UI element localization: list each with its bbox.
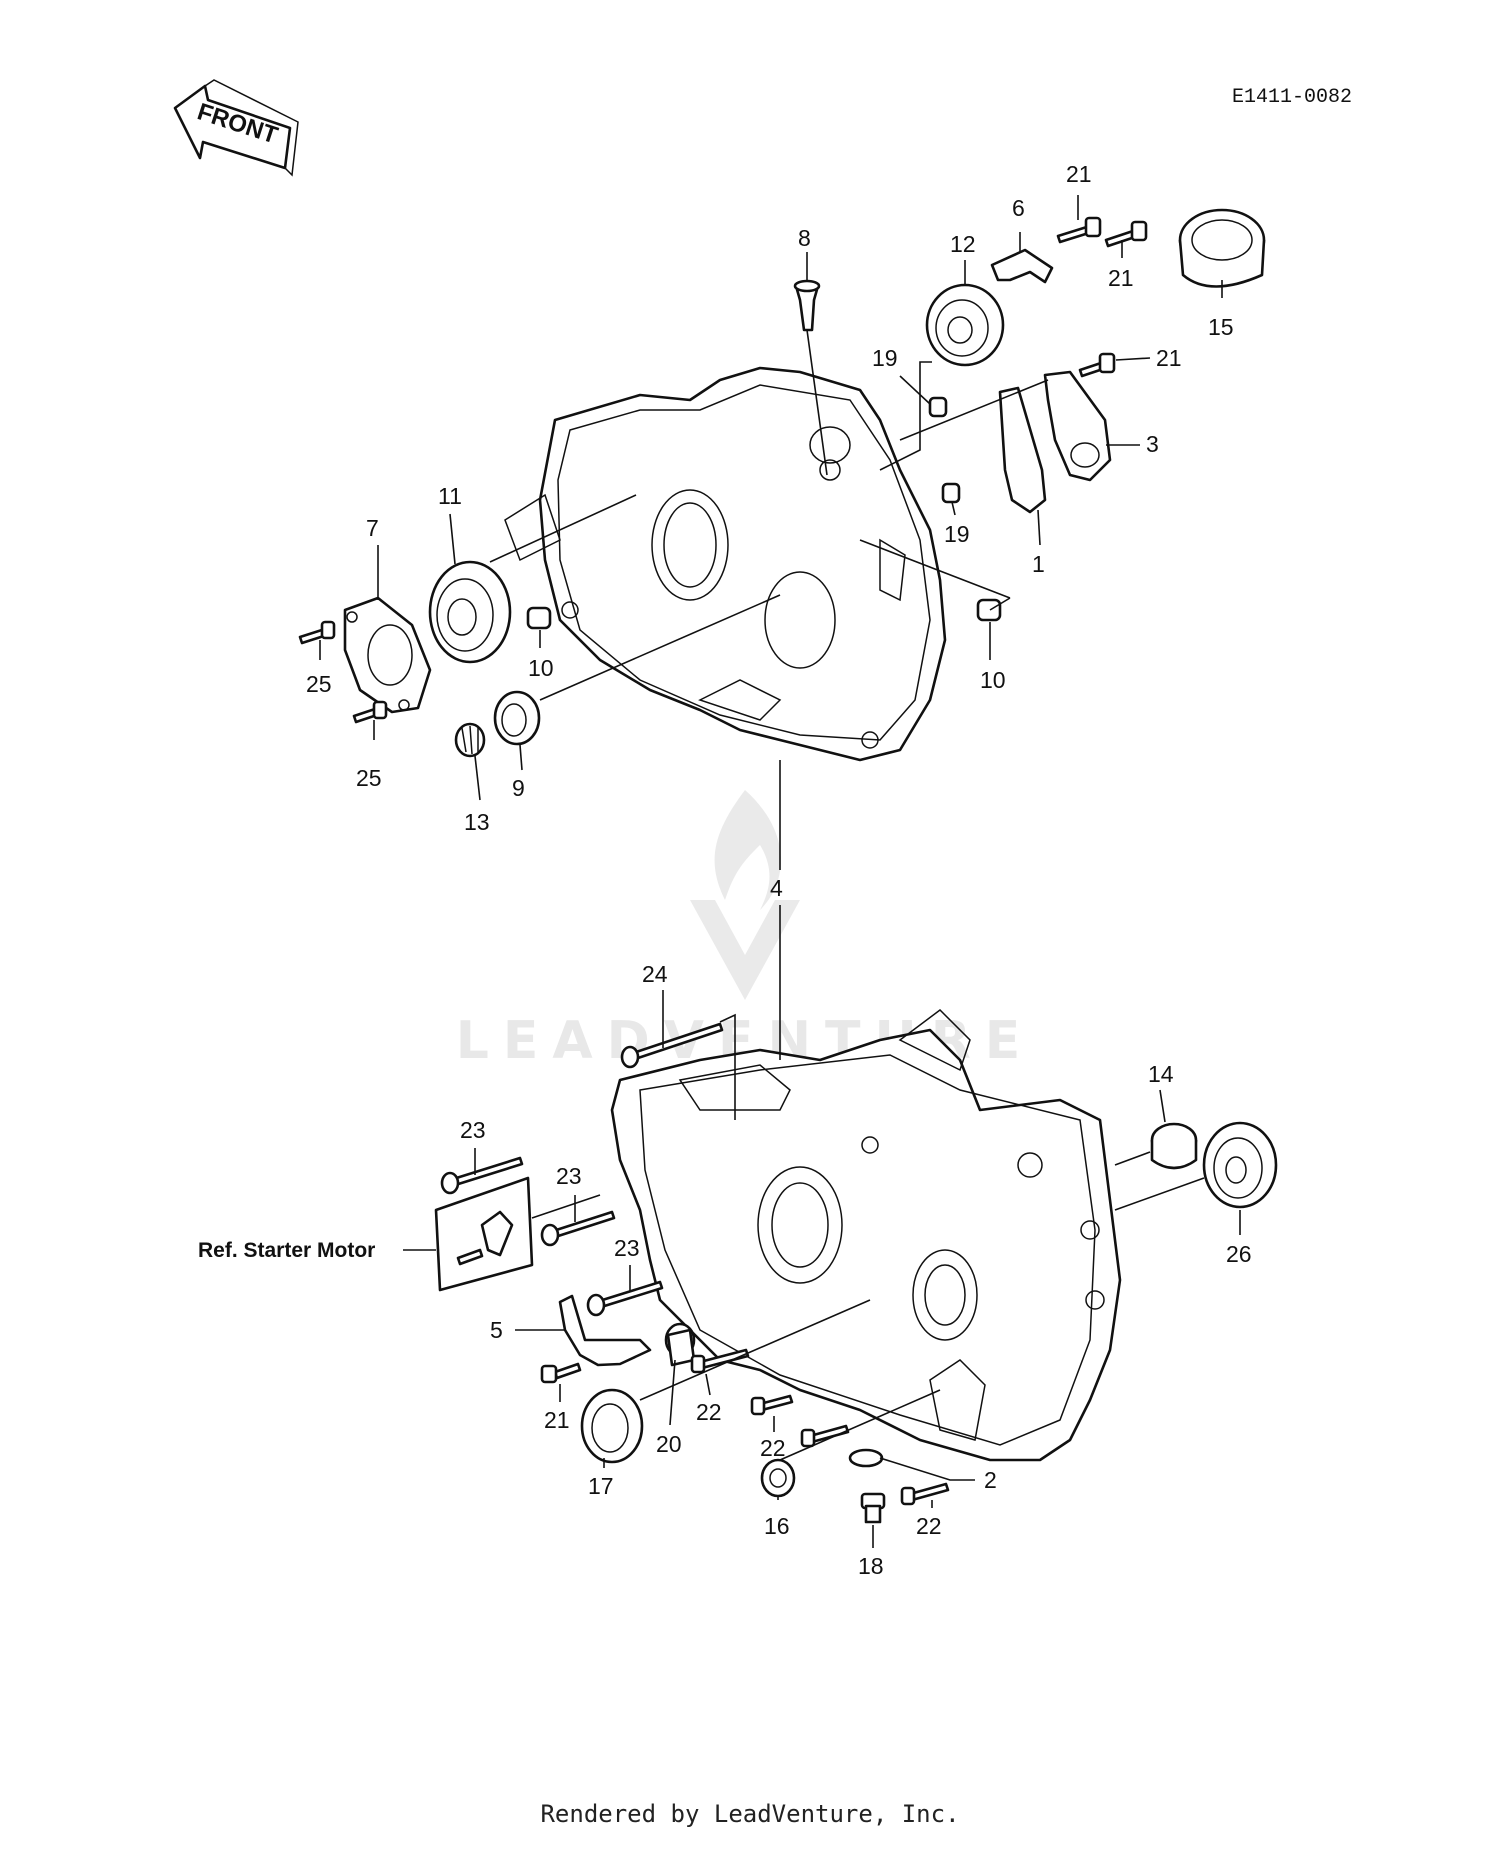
- callout-1: 1: [1032, 551, 1045, 577]
- front-arrow: FRONT: [173, 79, 299, 177]
- callout-9: 9: [512, 775, 525, 801]
- callout-21-d: 21: [544, 1407, 570, 1433]
- part-9: [493, 690, 541, 746]
- bolt-23-c: [586, 1280, 664, 1317]
- callout-18: 18: [858, 1553, 884, 1579]
- part-14: [1150, 1122, 1198, 1170]
- part-12: [925, 283, 1005, 367]
- bolt-23-a: [440, 1156, 524, 1195]
- bolt-21-b: [1104, 220, 1148, 248]
- callout-15: 15: [1208, 314, 1234, 340]
- callout-21-b: 21: [1108, 265, 1134, 291]
- callout-21-a: 21: [1066, 161, 1092, 187]
- callout-19-a: 19: [872, 345, 898, 371]
- callout-4: 4: [770, 875, 783, 901]
- bolt-22-b: [750, 1394, 794, 1416]
- callout-26: 26: [1226, 1241, 1252, 1267]
- part-7: [343, 596, 432, 714]
- upper-crankcase: [504, 366, 947, 762]
- part-11: [428, 560, 512, 664]
- callout-2: 2: [984, 1467, 997, 1493]
- starter-motor-ref-box: [434, 1176, 534, 1292]
- part-8: [793, 279, 821, 332]
- callout-16: 16: [764, 1513, 790, 1539]
- part-10-b: [976, 598, 1002, 622]
- callout-13: 13: [464, 809, 490, 835]
- callout-21-c: 21: [1156, 345, 1182, 371]
- callout-6: 6: [1012, 195, 1025, 221]
- callout-labels: 8 12 6 21 21 21 15 19 19 3 1 10 10 11 7 …: [198, 161, 1252, 1579]
- callout-23-a: 23: [460, 1117, 486, 1143]
- callout-14: 14: [1148, 1061, 1174, 1087]
- callout-22-b: 22: [760, 1435, 786, 1461]
- bolt-21-d: [540, 1362, 582, 1384]
- callout-22-c: 22: [916, 1513, 942, 1539]
- part-6: [990, 248, 1054, 284]
- callout-20: 20: [656, 1431, 682, 1457]
- callout-23-c: 23: [614, 1235, 640, 1261]
- callout-8: 8: [798, 225, 811, 251]
- callout-10-b: 10: [980, 667, 1006, 693]
- bolt-24: [620, 1022, 724, 1069]
- callout-24: 24: [642, 961, 668, 987]
- part-3: [1043, 370, 1112, 482]
- watermark-v-icon: [690, 900, 800, 1000]
- watermark: LEADVENTURE: [456, 790, 1020, 1071]
- lower-crankcase: [610, 1009, 1122, 1462]
- callout-19-b: 19: [944, 521, 970, 547]
- part-13: [454, 722, 486, 758]
- callout-11: 11: [438, 483, 462, 509]
- part-17: [580, 1388, 644, 1464]
- callout-5: 5: [490, 1317, 503, 1343]
- part-20: [664, 1322, 696, 1367]
- part-5: [558, 1294, 652, 1367]
- leader-lines: [319, 195, 1241, 1548]
- bolt-21-a: [1056, 216, 1102, 244]
- callout-10-a: 10: [528, 655, 554, 681]
- screw-25-b: [352, 700, 388, 724]
- bolt-22-d: [900, 1482, 950, 1506]
- part-19-a: [928, 396, 948, 418]
- part-1: [998, 386, 1047, 514]
- watermark-flame-icon: [714, 790, 781, 910]
- bolt-22-c: [800, 1424, 850, 1448]
- part-2: [848, 1448, 884, 1468]
- callout-22-a: 22: [696, 1399, 722, 1425]
- bolt-21-c: [1078, 352, 1116, 378]
- bolt-22-a: [690, 1348, 750, 1374]
- callout-12: 12: [950, 231, 976, 257]
- bolt-23-b: [540, 1210, 616, 1247]
- part-26: [1202, 1121, 1278, 1209]
- part-10-a: [526, 606, 552, 630]
- part-15: [1178, 208, 1266, 288]
- callout-3: 3: [1146, 431, 1159, 457]
- callout-7: 7: [366, 515, 379, 541]
- callout-25-b: 25: [356, 765, 382, 791]
- callout-25-a: 25: [306, 671, 332, 697]
- ref-starter-motor-label: Ref. Starter Motor: [198, 1239, 375, 1262]
- diagram-code: E1411-0082: [1232, 86, 1352, 109]
- part-16: [760, 1458, 796, 1498]
- screw-25-a: [298, 620, 336, 645]
- callout-23-b: 23: [556, 1163, 582, 1189]
- parts-diagram: LEADVENTURE FRONT E1411-0082: [173, 79, 1352, 1579]
- part-18: [860, 1492, 886, 1524]
- part-19-b: [941, 482, 961, 504]
- callout-17: 17: [588, 1473, 614, 1499]
- footer-credit: Rendered by LeadVenture, Inc.: [540, 1800, 960, 1828]
